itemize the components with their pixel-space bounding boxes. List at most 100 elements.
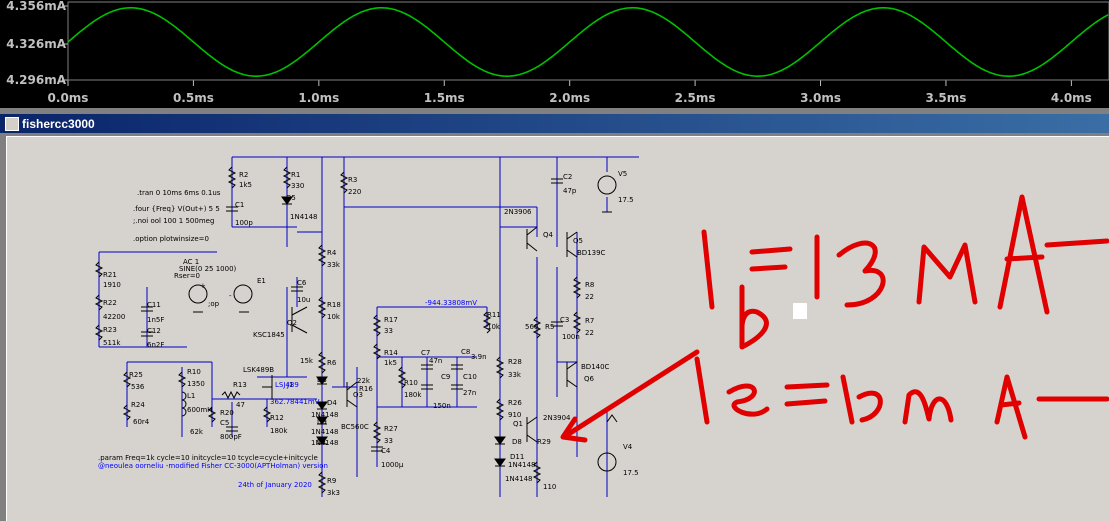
- label-r29v: 110: [543, 483, 556, 491]
- spice-directive: .four {Freq} V(Out+) 5 5: [133, 205, 220, 213]
- x-tick-label: 2.0ms: [549, 91, 590, 105]
- label-c5v: 800pF: [220, 433, 242, 441]
- x-tick-label: 2.5ms: [675, 91, 716, 105]
- label-r11: R11: [487, 311, 501, 319]
- spice-directive: @neoulea oorneliu -modified Fisher CC-30…: [98, 462, 328, 470]
- label-r17v: 33: [384, 327, 393, 335]
- label-r7v: 22: [585, 329, 594, 337]
- label-c3v: 100n: [562, 333, 580, 341]
- label-r21v: 1910: [103, 281, 121, 289]
- label-r4v: 33k: [327, 261, 341, 269]
- label-r26v: 910: [508, 411, 521, 419]
- spice-directive: .tran 0 10ms 6ms 0.1us: [137, 189, 221, 197]
- x-tick-label: 3.0ms: [800, 91, 841, 105]
- label-r22v: 42200: [103, 313, 125, 321]
- label-d3: D3: [317, 376, 327, 384]
- label-r23v: 511k: [103, 339, 121, 347]
- label-c2: C2: [563, 173, 572, 181]
- schematic-window-titlebar[interactable]: fishercc3000: [0, 114, 1109, 133]
- label-r20v: 62k: [190, 428, 204, 436]
- label-l1: L1: [187, 392, 195, 400]
- x-tick-label: 1.0ms: [298, 91, 339, 105]
- label-v1r: Rser=0: [174, 272, 200, 280]
- label-q6m: BD140C: [581, 363, 610, 371]
- spice-directive: .param Freq=1k cycle=10 initcycle=10 tcy…: [98, 454, 318, 462]
- label-r1v: 330: [291, 182, 304, 190]
- label-q5m: BD139C: [577, 249, 606, 257]
- y-tick-label: 4.296mA: [6, 73, 66, 87]
- label-r24v: 60r4: [133, 418, 150, 426]
- label-v5v: 17.5: [618, 196, 634, 204]
- label-j1m: LSK489B: [243, 366, 274, 374]
- label-r13v: 47: [236, 401, 245, 409]
- current-trace: [67, 7, 1109, 77]
- label-c1v: 100p: [235, 219, 253, 227]
- label-q2m: KSC1845: [253, 331, 285, 339]
- label-q2: Q2: [287, 319, 297, 327]
- label-d5: D5: [286, 194, 296, 202]
- label-e1: E1: [257, 277, 266, 285]
- schematic-parts: [94, 166, 618, 494]
- label-r11v: 10k: [487, 323, 501, 331]
- label-d8: D8: [512, 438, 522, 446]
- x-tick-label: 3.5ms: [925, 91, 966, 105]
- label-r12: R12: [270, 414, 284, 422]
- label-r20: R20: [220, 409, 234, 417]
- cursor: [793, 303, 807, 319]
- y-tick-label: 4.356mA: [6, 0, 66, 13]
- label-c12v: 6n2F: [147, 341, 164, 349]
- x-tick-label: 0.0ms: [48, 91, 89, 105]
- label-v4v: 17.5: [623, 469, 639, 477]
- op-voltage-vin: 362.78441mV: [270, 398, 320, 406]
- label-c7v: 47n: [429, 357, 442, 365]
- label-r10pv: 180k: [404, 391, 422, 399]
- label-q3: Q3: [353, 391, 363, 399]
- diode-model-label: 1N4148: [311, 411, 339, 419]
- label-r10v: 1350: [187, 380, 205, 388]
- label-q1: Q1: [513, 420, 523, 428]
- label-r27v: 33: [384, 437, 393, 445]
- label-c11: C11: [147, 301, 161, 309]
- diode-model-label: 1N4148: [508, 461, 536, 469]
- label-l1v: 600mH: [187, 406, 212, 414]
- label-d5v: 1N4148: [290, 213, 318, 221]
- label-c6: C6: [297, 279, 307, 287]
- label-c12: C12: [147, 327, 161, 335]
- diode-model-label: 1N4148: [311, 439, 339, 447]
- plot-frame: [67, 1, 1109, 81]
- x-tick-label: 0.5ms: [173, 91, 214, 105]
- label-c8: C8: [461, 348, 470, 356]
- label-v1s: SINE(0 25 1000): [179, 265, 237, 273]
- label-r4: R4: [327, 249, 337, 257]
- label-r6: R6: [327, 359, 337, 367]
- label-c4v: 1000µ: [381, 461, 404, 469]
- label-c3: C3: [560, 316, 569, 324]
- label-c2v: 47p: [563, 187, 577, 195]
- jfet-part-label: LSJ489: [275, 381, 299, 389]
- label-r2: R2: [239, 171, 248, 179]
- label-r8v: 22: [585, 293, 594, 301]
- label-r22: R22: [103, 299, 117, 307]
- spice-directive: ;.noi ool 100 1 500meg: [133, 217, 214, 225]
- label-r18: R18: [327, 301, 341, 309]
- label-op: ;op: [208, 300, 220, 308]
- label-r25: R25: [129, 371, 143, 379]
- label-c8v: 3.9n: [471, 353, 487, 361]
- label-v1: AC 1: [183, 258, 199, 266]
- label-r8: R8: [585, 281, 594, 289]
- label-r5v: 560: [525, 323, 538, 331]
- label-q5: Q5: [573, 237, 583, 245]
- label-c11v: 1n5F: [147, 316, 164, 324]
- label-q4m: 2N3906: [504, 208, 532, 216]
- label-c4: C4: [381, 447, 391, 455]
- label-r9: R9: [327, 477, 336, 485]
- window-icon: [5, 117, 19, 131]
- label-r16: R16: [359, 385, 373, 393]
- label-c1: C1: [235, 201, 244, 209]
- handwritten-annotation: [560, 194, 1109, 443]
- window-title: fishercc3000: [22, 117, 95, 131]
- schematic-svg: R21k5C1100pR1330D51N4148R3220R433kC610uR…: [94, 156, 1109, 497]
